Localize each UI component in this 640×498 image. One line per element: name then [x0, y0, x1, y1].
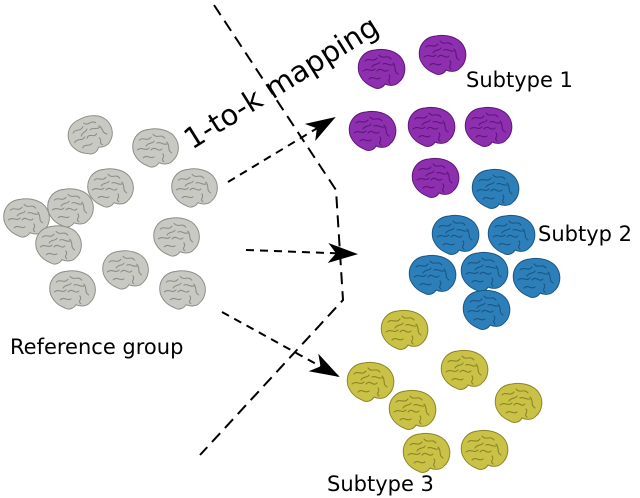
brain-icon [348, 110, 397, 151]
subtype3-group [346, 309, 543, 473]
brain-icon [407, 106, 456, 147]
brain-icon [460, 251, 509, 292]
brain-icon [87, 168, 134, 208]
brain-icon [431, 214, 480, 255]
brain-icon [171, 168, 218, 208]
brain-icon [380, 309, 429, 350]
reference-group-label: Reference group [10, 335, 183, 359]
brain-icon [462, 289, 511, 330]
brain-icon [159, 270, 206, 310]
arrow-to-subtype3 [221, 311, 340, 377]
brain-icon [494, 382, 543, 423]
arrow-to-subtype2 [245, 242, 358, 263]
brain-icon [132, 128, 179, 168]
brain-icon [471, 168, 520, 209]
brain-icon [487, 214, 536, 255]
brain-icon [49, 270, 96, 310]
brain-icon [464, 106, 513, 147]
brain-icon [411, 157, 460, 198]
brain-icon [512, 257, 561, 298]
subtype1-label: Subtype 1 [466, 68, 573, 92]
arrow-to-subtype1 [227, 116, 336, 183]
subtype3-label: Subtype 3 [327, 472, 434, 496]
brain-icon [102, 250, 149, 290]
brain-icon [47, 188, 94, 228]
brain-icon [388, 389, 437, 430]
brain-icon [402, 432, 451, 473]
brain-icon [35, 225, 82, 265]
brain-icon [418, 34, 467, 75]
brain-icon [460, 429, 509, 470]
brain-icon [440, 349, 489, 390]
brain-icon [153, 217, 200, 257]
brain-icon [357, 48, 406, 89]
subtype2-label: Subtyp 2 [538, 222, 632, 246]
brain-icon [62, 109, 119, 161]
brain-icon [346, 361, 395, 402]
brain-icon [408, 254, 457, 295]
